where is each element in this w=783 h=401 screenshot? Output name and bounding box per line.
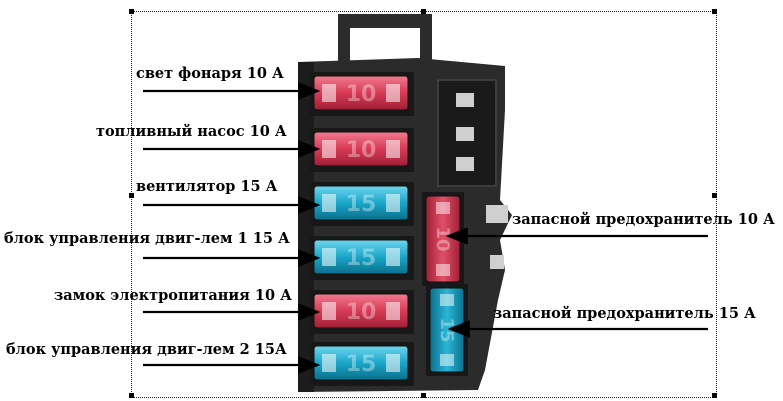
frame-handle (129, 393, 134, 398)
frame-handle (712, 9, 717, 14)
side-clip (490, 255, 504, 269)
label-left-6: блок управления двиг-лем 2 15А (6, 341, 287, 358)
label-left-2: топливный насос 10 А (96, 123, 287, 140)
fuse-1: 10 (313, 75, 409, 111)
connector-pin (456, 127, 474, 141)
fuse-3: 15 (313, 185, 409, 221)
fuse-rating: 15 (346, 192, 377, 217)
frame-handle (129, 9, 134, 14)
spare-fuse-1: 10 (425, 195, 461, 283)
fuse-rating: 15 (346, 246, 377, 271)
label-left-1: свет фонаря 10 А (136, 65, 284, 82)
spare-rating: 10 (432, 226, 453, 251)
frame-handle (712, 393, 717, 398)
fuse-6: 15 (313, 345, 409, 381)
connector-pin (456, 157, 474, 171)
connector-pin (456, 93, 474, 107)
label-left-5: замок электропитания 10 А (54, 287, 292, 304)
frame-handle (712, 193, 717, 198)
label-right-2: запасной предохранитель 15 А (493, 305, 756, 322)
label-right-1: запасной предохранитель 10 А (512, 211, 775, 228)
fuse-4: 15 (313, 239, 409, 275)
fuse-rating: 10 (346, 300, 377, 325)
label-left-4: блок управления двиг-лем 1 15 А (4, 230, 290, 247)
fuse-5: 10 (313, 293, 409, 329)
box-handle (338, 14, 432, 66)
frame-handle (421, 393, 426, 398)
frame-handle (421, 9, 426, 14)
fuse-rating: 10 (346, 82, 377, 107)
side-clip (486, 205, 508, 223)
frame-handle (129, 193, 134, 198)
fuse-rating: 10 (346, 138, 377, 163)
label-left-3: вентилятор 15 А (136, 178, 278, 195)
fuse-rating: 15 (346, 352, 377, 377)
fuse-2: 10 (313, 131, 409, 167)
